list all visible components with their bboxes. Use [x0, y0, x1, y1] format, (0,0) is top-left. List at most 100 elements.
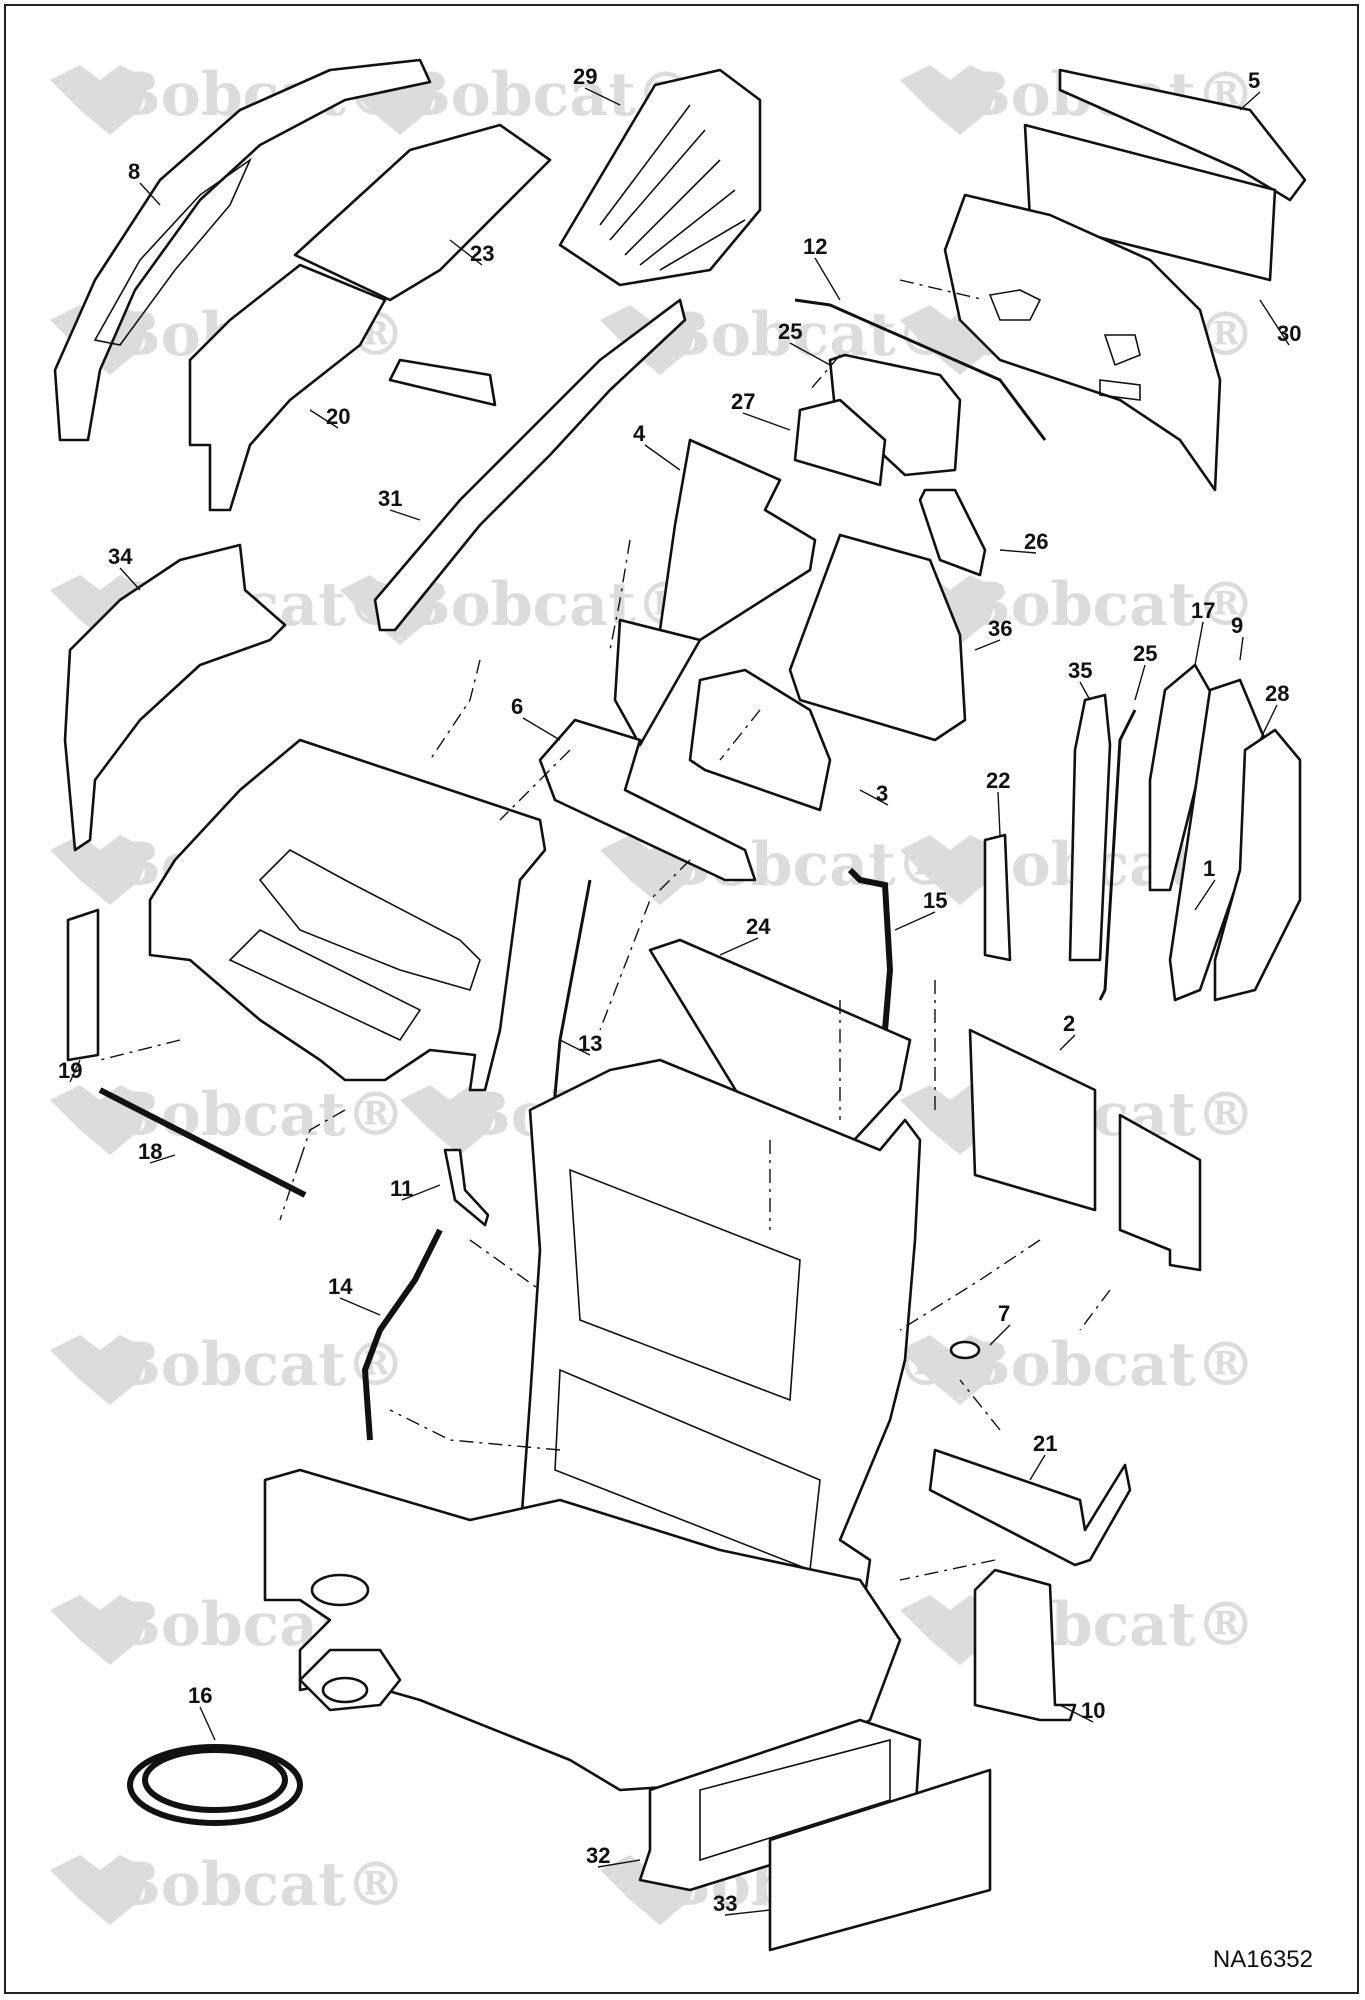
watermark-text: Bobcat®: [110, 1080, 406, 1150]
callout-4: 4: [633, 421, 646, 446]
callout-23: 23: [470, 241, 494, 266]
callout-32: 32: [586, 1843, 610, 1868]
callout-22: 22: [986, 768, 1010, 793]
callout-leader-31: [389, 509, 421, 521]
bobcat-head-icon: [50, 1335, 150, 1405]
watermark-text: Bobcat®: [660, 300, 956, 370]
callout-leader-13: [559, 1039, 591, 1056]
bobcat-head-icon: [900, 65, 1000, 135]
callout-leader-7: [989, 1324, 1011, 1346]
part-14-hose: [361, 1228, 443, 1441]
callout-leader-10: [1059, 1704, 1094, 1723]
callout-leader-22: [997, 791, 1001, 836]
callout-layer: 1234567891011121314151617181920212223242…: [58, 64, 1301, 1916]
part-6-channel: [538, 718, 757, 882]
callout-leader-15: [894, 911, 936, 931]
part-10-bracket: [973, 1568, 1077, 1722]
part-23-pad: [293, 123, 552, 302]
part-20-pad: [188, 263, 387, 512]
callout-12: 12: [803, 234, 827, 259]
watermark-text: Bobcat®: [960, 570, 1256, 640]
part-26-pad: [918, 488, 987, 577]
part-7-grommet: [949, 1340, 981, 1360]
callout-33: 33: [713, 1891, 737, 1916]
bobcat-head-icon: [50, 1855, 150, 1925]
callout-25: 25: [1133, 641, 1157, 666]
callout-leader-21: [1029, 1454, 1046, 1481]
part-17-panel: [1148, 663, 1217, 892]
callout-35: 35: [1068, 658, 1092, 683]
callout-5: 5: [1248, 68, 1260, 93]
callout-leader-6: [522, 717, 561, 741]
bobcat-head-icon: [50, 65, 150, 135]
callout-21: 21: [1033, 1431, 1057, 1456]
callout-leader-24: [719, 937, 759, 956]
callout-leader-12: [814, 257, 841, 301]
part-27-pad: [793, 398, 887, 487]
callout-leader-35: [1079, 681, 1091, 701]
callout-26: 26: [1024, 529, 1048, 554]
part-8-left-rail: [53, 58, 432, 442]
callout-11: 11: [390, 1176, 413, 1201]
part-2-plate: [968, 1028, 1097, 1212]
part-19-block: [66, 908, 100, 1062]
callout-leader-33: [724, 1909, 771, 1916]
bobcat-head-icon: [50, 1595, 150, 1665]
callout-3: 3: [876, 781, 888, 806]
alignment-lines: [99, 279, 1111, 1581]
bobcat-head-icon: [900, 835, 1000, 905]
callout-leader-5: [1239, 91, 1261, 111]
callout-34: 34: [108, 544, 133, 569]
callout-leader-3: [859, 789, 889, 806]
callout-leader-36: [974, 639, 1001, 651]
part-34-plate: [768, 1768, 992, 1952]
part-21-plate: [928, 1448, 1132, 1567]
watermark-text: Bobcat®: [110, 1850, 406, 1920]
callout-36: 36: [988, 616, 1012, 641]
callout-17: 17: [1191, 598, 1215, 623]
callout-leader-32: [597, 1859, 641, 1868]
callout-leader-14: [339, 1297, 381, 1316]
callout-27: 27: [731, 389, 755, 414]
part-35-side-panel: [63, 543, 287, 852]
callout-leader-23: [449, 239, 483, 266]
bobcat-head-icon: [400, 1085, 500, 1155]
callout-9: 9: [1231, 613, 1243, 638]
callout-16: 16: [188, 1683, 212, 1708]
callout-31: 31: [378, 486, 402, 511]
callout-leader-17: [1194, 621, 1204, 666]
callout-25: 25: [778, 319, 802, 344]
callout-leader-1: [1194, 879, 1216, 911]
callout-10: 10: [1081, 1698, 1105, 1723]
part-30-rear-panel: [943, 193, 1222, 492]
callout-leader-2: [1059, 1034, 1076, 1051]
callout-20: 20: [326, 404, 350, 429]
callout-leader-18: [149, 1154, 176, 1164]
callout-2: 2: [1063, 1011, 1075, 1036]
callout-leader-25: [789, 342, 831, 366]
part-31-strip: [373, 298, 687, 632]
part-4-insulation: [613, 438, 817, 747]
callout-leader-27: [742, 412, 791, 431]
part-12-seal: [794, 298, 1047, 441]
part-5-crossbar: [1023, 68, 1307, 282]
callout-8: 8: [128, 159, 140, 184]
callout-leader-20: [309, 409, 339, 429]
callout-leader-9: [1239, 636, 1244, 661]
callout-18: 18: [138, 1139, 162, 1164]
part-11-bracket: [443, 1148, 490, 1227]
watermark-text: Bobcat®: [110, 1330, 406, 1400]
callout-24: 24: [746, 914, 771, 939]
part-18-rod: [98, 1087, 307, 1198]
callout-28: 28: [1265, 681, 1289, 706]
callout-leader-30: [1259, 299, 1290, 346]
part-32-pad: [388, 358, 497, 407]
callout-15: 15: [923, 888, 947, 913]
bobcat-head-icon: [50, 835, 150, 905]
part-28-panel: [1213, 728, 1302, 1002]
base-frame: [263, 1468, 902, 1792]
callout-leader-34: [119, 567, 141, 591]
callout-leader-16: [199, 1706, 216, 1741]
callout-14: 14: [328, 1274, 353, 1299]
